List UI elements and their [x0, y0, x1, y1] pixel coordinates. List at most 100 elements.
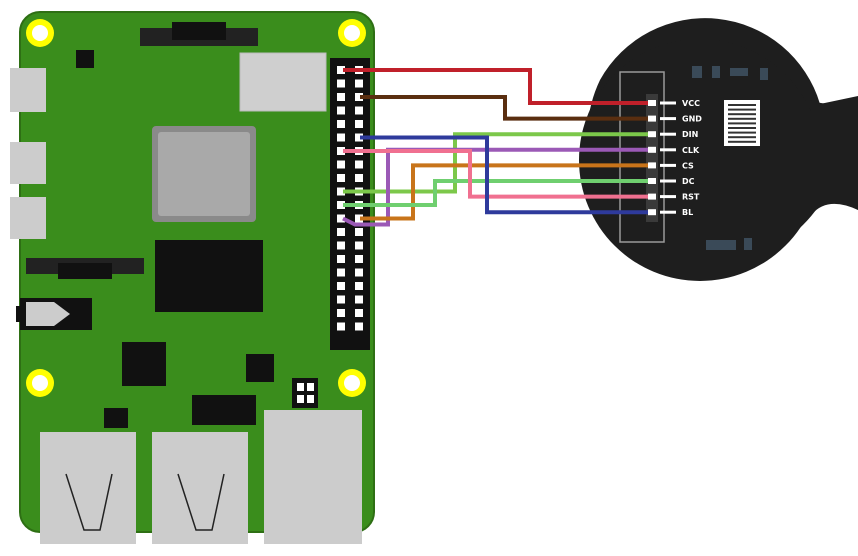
pin-label-dc: DC	[682, 177, 695, 186]
display-pin-lead	[660, 101, 676, 105]
smd-component	[730, 68, 748, 76]
mounting-hole-center	[344, 25, 360, 41]
poe-pin	[307, 395, 314, 403]
gpio-pin	[355, 295, 363, 304]
gpio-pin	[355, 241, 363, 250]
gpio-pin	[355, 174, 363, 182]
gpio-pin	[355, 214, 363, 223]
gpio-pin	[337, 268, 345, 277]
gpio-pin	[355, 160, 363, 169]
display-pin-lead	[660, 210, 676, 214]
gpio-pin	[337, 160, 345, 169]
wire-dc	[343, 179, 648, 207]
mounting-hole-center	[344, 375, 360, 391]
display-cable	[810, 98, 858, 214]
display-pin-lead	[660, 132, 676, 136]
poe-pin	[307, 383, 314, 391]
display-pin-lead	[660, 195, 676, 199]
audio-jack-sleeve	[26, 302, 70, 326]
display-pins	[648, 100, 676, 216]
gpio-pin	[337, 66, 345, 74]
small-chip	[104, 408, 128, 428]
wire-cs	[360, 163, 648, 221]
wire-clk	[342, 147, 648, 227]
small-chip	[246, 354, 274, 382]
pin-label-din: DIN	[682, 130, 698, 139]
poe-header	[292, 378, 318, 408]
ic-lead	[728, 108, 756, 111]
usb-c-port	[10, 68, 46, 112]
mounting-hole-center	[32, 25, 48, 41]
wifi-module	[239, 52, 327, 112]
micro-hdmi-port	[10, 197, 46, 239]
gpio-pin	[355, 322, 363, 331]
gpio-pin	[337, 241, 345, 250]
gpio-pin	[337, 255, 345, 263]
usb-port-right	[152, 432, 248, 544]
display-pcb	[579, 39, 821, 281]
gpio-pin	[337, 106, 345, 115]
ethernet-port	[264, 410, 362, 544]
poe-pin	[297, 383, 304, 391]
wire-gnd	[360, 95, 648, 121]
gpio-pin	[337, 133, 345, 142]
smd-component	[744, 238, 752, 250]
pin-label-clk: CLK	[682, 146, 700, 155]
display-pin	[648, 162, 656, 169]
gpio-pin	[337, 174, 345, 182]
usb-port-left	[40, 432, 136, 544]
ic-chip-leads	[728, 104, 756, 143]
display-pin-lead	[660, 163, 676, 167]
mounting-hole-center	[32, 375, 48, 391]
ic-lead	[728, 140, 756, 143]
gpio-pin	[355, 309, 363, 317]
gpio-pin	[355, 268, 363, 277]
soc-heat-spreader	[158, 132, 250, 216]
gpio-pin	[337, 187, 345, 196]
ethernet-chip	[192, 395, 256, 425]
gpio-pin	[355, 93, 363, 101]
smd-component	[712, 66, 720, 78]
gpio-pin	[355, 228, 363, 236]
display-pin-lead	[660, 148, 676, 152]
gpio-pin	[337, 228, 345, 236]
display-pin	[648, 131, 656, 138]
ic-lead	[728, 131, 756, 134]
ic-lead	[728, 113, 756, 116]
pin-label-vcc: VCC	[682, 99, 700, 108]
display-pin-lead	[660, 117, 676, 121]
display-pin	[648, 178, 656, 184]
poe-pin	[297, 395, 304, 403]
camera-connector-latch	[58, 263, 112, 279]
smd-component	[760, 68, 768, 80]
pin-label-bl: BL	[682, 208, 693, 217]
display-pin	[648, 100, 656, 106]
wire-rst	[343, 149, 648, 199]
display-pin	[648, 193, 656, 200]
ic-lead	[728, 122, 756, 125]
gpio-pin	[355, 282, 363, 290]
gpio-pin	[337, 147, 345, 155]
gpio-pin	[337, 309, 345, 317]
ram-chip	[155, 240, 263, 312]
smd-component	[692, 66, 702, 78]
gpio-pin	[355, 255, 363, 263]
ic-lead	[728, 104, 756, 106]
gpio-pin	[337, 93, 345, 101]
display-pin	[648, 209, 656, 216]
display-pin-lead	[660, 179, 676, 183]
wire-din	[343, 132, 648, 194]
pin-label-gnd: GND	[682, 115, 702, 124]
ic-lead	[728, 127, 756, 129]
gpio-pin	[337, 214, 345, 223]
gpio-pin	[337, 201, 345, 209]
gpio-pin	[355, 133, 363, 142]
pin-label-cs: CS	[682, 161, 694, 170]
smd-component	[706, 240, 736, 250]
gpio-pin	[337, 322, 345, 331]
pin-header	[646, 94, 658, 222]
wire-vcc	[343, 68, 648, 105]
pin-header-outline	[619, 71, 665, 243]
